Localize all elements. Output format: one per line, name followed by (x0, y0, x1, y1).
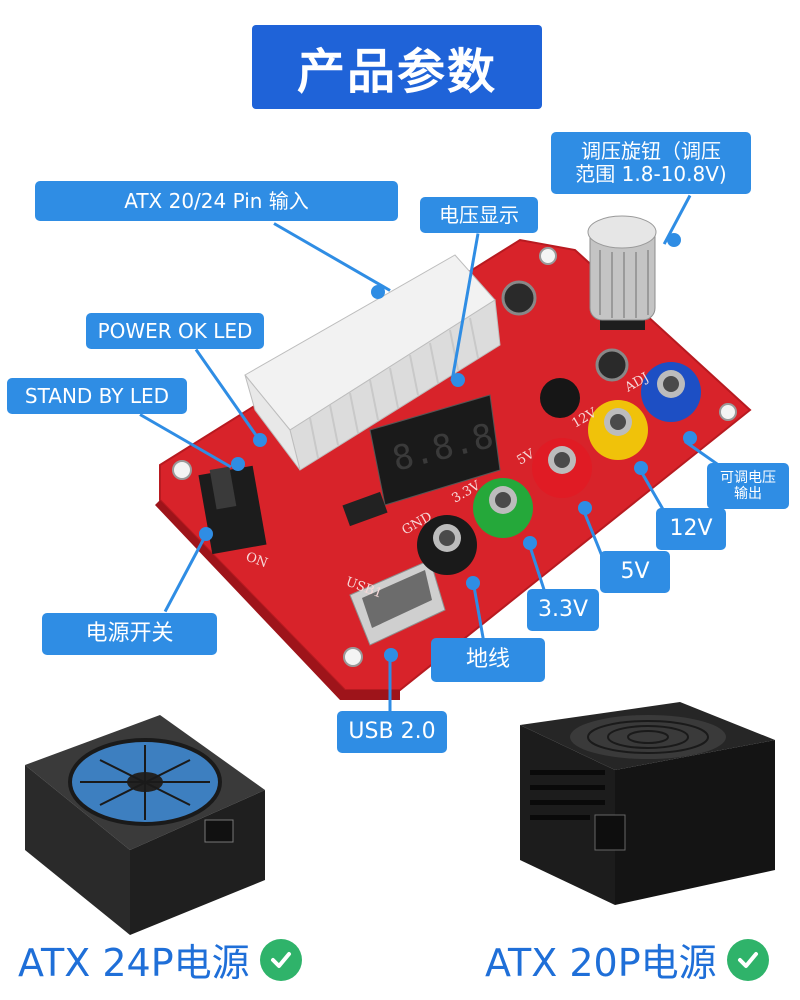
label-standby-led: STAND BY LED (7, 378, 187, 414)
label-ground: 地线 (431, 638, 545, 682)
terminal-adjustable (641, 362, 701, 422)
check-icon (259, 938, 302, 981)
bottom-text-20p: ATX 20P电源 (485, 941, 717, 985)
callout-dot (667, 233, 681, 247)
page-title: 产品参数 (252, 25, 542, 109)
atx-connector (244, 254, 501, 471)
label-adjustable-line1: 可调电压 (720, 469, 776, 486)
check-icon (726, 938, 769, 981)
callout-dot (683, 431, 697, 445)
voltage-display: 8.8.8 (369, 394, 501, 506)
callout-line (388, 656, 392, 715)
label-3v3: 3.3V (527, 589, 599, 631)
psu-24p-image (25, 715, 265, 935)
label-adjustable-line2: 输出 (734, 486, 762, 502)
power-switch (198, 465, 267, 555)
callout-dot (253, 433, 267, 447)
callout-dot (634, 461, 648, 475)
capacitor (595, 348, 629, 382)
callout-dot (371, 285, 385, 299)
inductor (540, 378, 580, 418)
usb-port (349, 559, 446, 646)
ic-chip (342, 491, 388, 527)
mounting-holes (172, 247, 737, 667)
callout-dot (451, 373, 465, 387)
label-knob-line1: 调压旋钮（调压 (581, 139, 721, 163)
label-adjustable-output: 可调电压 输出 (707, 463, 789, 509)
callout-dot (578, 501, 592, 515)
label-atx-input: ATX 20/24 Pin 输入 (35, 181, 398, 221)
psu-20p-image (520, 702, 775, 905)
callout-dot (466, 576, 480, 590)
label-knob: 调压旋钮（调压 范围 1.8-10.8V) (551, 132, 751, 194)
label-power-switch: 电源开关 (42, 613, 217, 655)
label-voltage-display: 电压显示 (420, 197, 538, 233)
terminal-ground (417, 515, 477, 575)
label-knob-line2: 范围 1.8-10.8V) (575, 162, 727, 186)
bottom-label-24p: ATX 24P电源 (18, 932, 302, 987)
callout-dot (523, 536, 537, 550)
callout-dot (384, 648, 398, 662)
label-5v: 5V (600, 551, 670, 593)
capacitor (501, 280, 537, 316)
bottom-label-20p: ATX 20P电源 (485, 932, 769, 987)
callout-dot (199, 527, 213, 541)
label-12v: 12V (656, 508, 726, 550)
silk-on: ON (244, 550, 270, 572)
terminal-5v (532, 438, 592, 498)
callout-dot (231, 457, 245, 471)
label-usb: USB 2.0 (337, 711, 447, 753)
label-power-ok-led: POWER OK LED (86, 313, 264, 349)
voltage-knob (587, 215, 657, 330)
terminal-3v3 (473, 478, 533, 538)
terminal-12v (588, 400, 648, 460)
bottom-text-24p: ATX 24P电源 (18, 941, 250, 985)
